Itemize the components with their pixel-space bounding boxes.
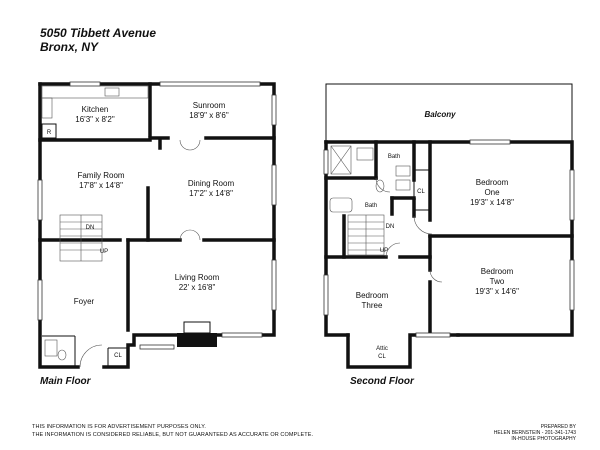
- kitchen-size: 16'3" x 8'2": [75, 115, 115, 124]
- bedroom-one-size: 19'3" x 14'8": [470, 198, 514, 207]
- bedroom-two-line2: Two: [490, 277, 505, 286]
- living-room-name: Living Room: [175, 273, 220, 282]
- attic-line1: Attic: [376, 346, 388, 352]
- bedroom-three-line1: Bedroom: [356, 291, 389, 300]
- prepared-by-name: HELEN BERNSTEIN - 201-341-1743: [493, 430, 576, 436]
- refrigerator-mark: R: [47, 130, 52, 136]
- sunroom-name: Sunroom: [193, 101, 226, 110]
- refrigerator: [41, 123, 57, 139]
- bedroom-one-line2: One: [484, 188, 500, 197]
- main-stairs-up-label: UP: [100, 249, 108, 255]
- disclaimer-line1: THIS INFORMATION IS FOR ADVERTISEMENT PU…: [32, 424, 206, 430]
- foyer-name: Foyer: [74, 297, 95, 306]
- second-closet-label: CL: [417, 189, 425, 195]
- dining-room-name: Dining Room: [188, 179, 235, 188]
- main-stairs: [59, 214, 103, 262]
- bedroom-two-size: 19'3" x 14'6": [475, 287, 519, 296]
- bedroom-one-line1: Bedroom: [476, 178, 509, 187]
- address-city: Bronx, NY: [40, 40, 99, 54]
- living-room-size: 22' x 16'8": [179, 283, 216, 292]
- sunroom-size: 18'9" x 8'6": [189, 111, 229, 120]
- second-stairs-down-label: DN: [386, 224, 395, 230]
- family-room-name: Family Room: [77, 171, 124, 180]
- main-floor-plan: Kitchen 16'3" x 8'2" Sunroom 18'9" x 8'6…: [37, 81, 277, 369]
- second-floor-plan: Balcony Bath Bath CL DN UP Bedroom One 1…: [323, 83, 575, 369]
- bath-left-name: Bath: [365, 203, 377, 209]
- prepared-by-company: IN-HOUSE PHOTOGRAPHY: [511, 436, 576, 442]
- attic-line2: CL: [378, 354, 386, 360]
- main-stairs-down-label: DN: [86, 225, 95, 231]
- kitchen-name: Kitchen: [82, 105, 109, 114]
- prepared-by-label: PREPARED BY: [540, 424, 576, 430]
- bath-top-name: Bath: [388, 154, 400, 160]
- second-floor-label: Second Floor: [350, 376, 414, 387]
- main-floor-label: Main Floor: [40, 376, 91, 387]
- dining-room-size: 17'2" x 14'8": [189, 189, 233, 198]
- address-street: 5050 Tibbett Avenue: [40, 26, 157, 40]
- family-room-size: 17'8" x 14'8": [79, 181, 123, 190]
- second-stairs-up-label: UP: [380, 248, 388, 254]
- main-closet-label: CL: [114, 353, 122, 359]
- disclaimer-line2: THE INFORMATION IS CONSIDERED RELIABLE, …: [32, 432, 314, 438]
- second-stairs: [347, 214, 385, 256]
- balcony-name: Balcony: [424, 110, 456, 119]
- bedroom-two-line1: Bedroom: [481, 267, 514, 276]
- bedroom-three-line2: Three: [362, 301, 383, 310]
